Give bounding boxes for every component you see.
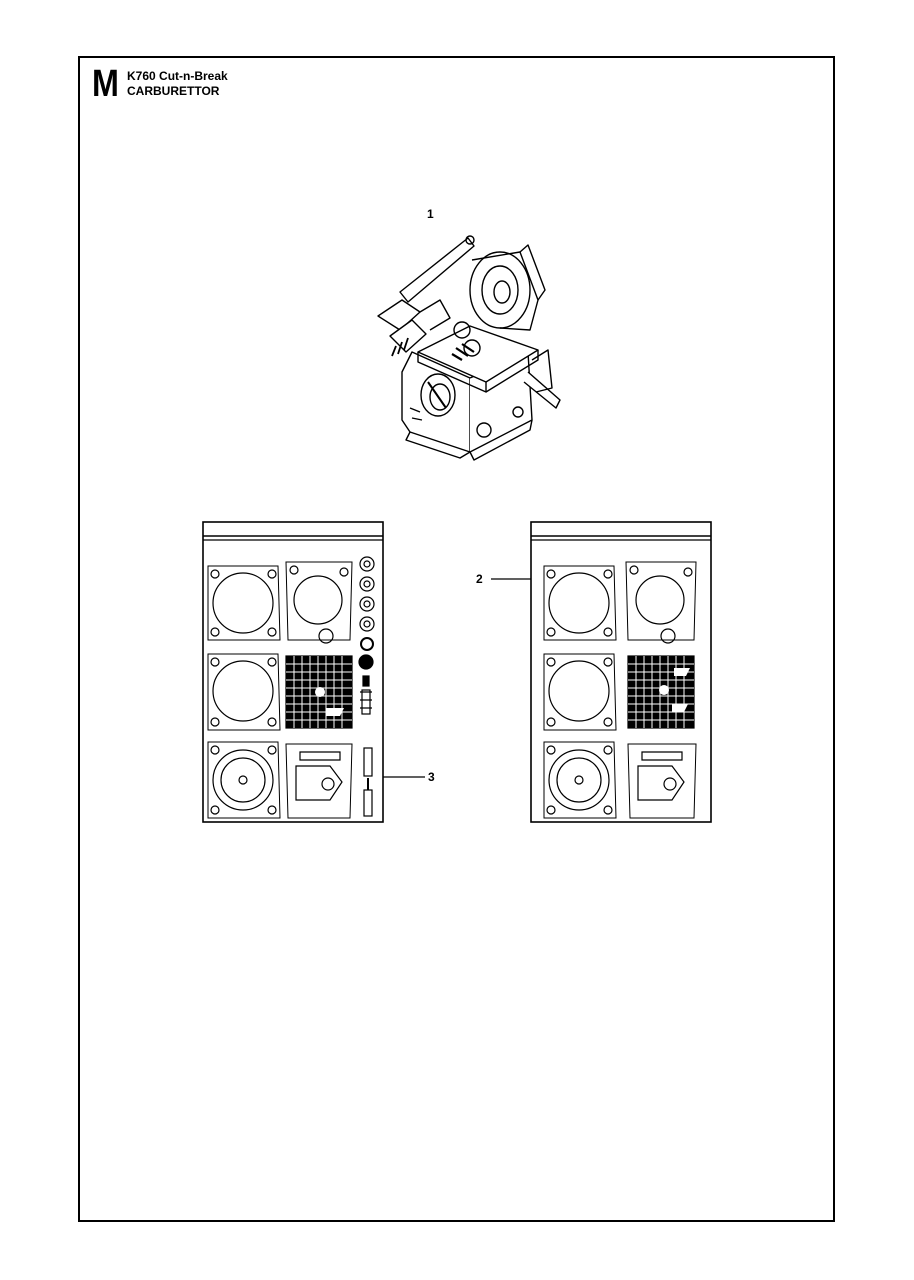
callout-3: 3 <box>428 770 435 784</box>
section-title: CARBURETTOR <box>127 84 220 98</box>
repair-kit-illustration <box>202 521 425 823</box>
title-block: K760 Cut-n-Break CARBURETTOR <box>127 69 228 99</box>
section-letter: M <box>92 63 119 105</box>
gasket-kit-illustration <box>491 521 712 823</box>
callout-1: 1 <box>427 207 434 221</box>
page-frame <box>78 56 835 1222</box>
callout-2: 2 <box>476 572 483 586</box>
model-name: K760 Cut-n-Break <box>127 69 228 83</box>
carburettor-illustration <box>377 235 561 461</box>
